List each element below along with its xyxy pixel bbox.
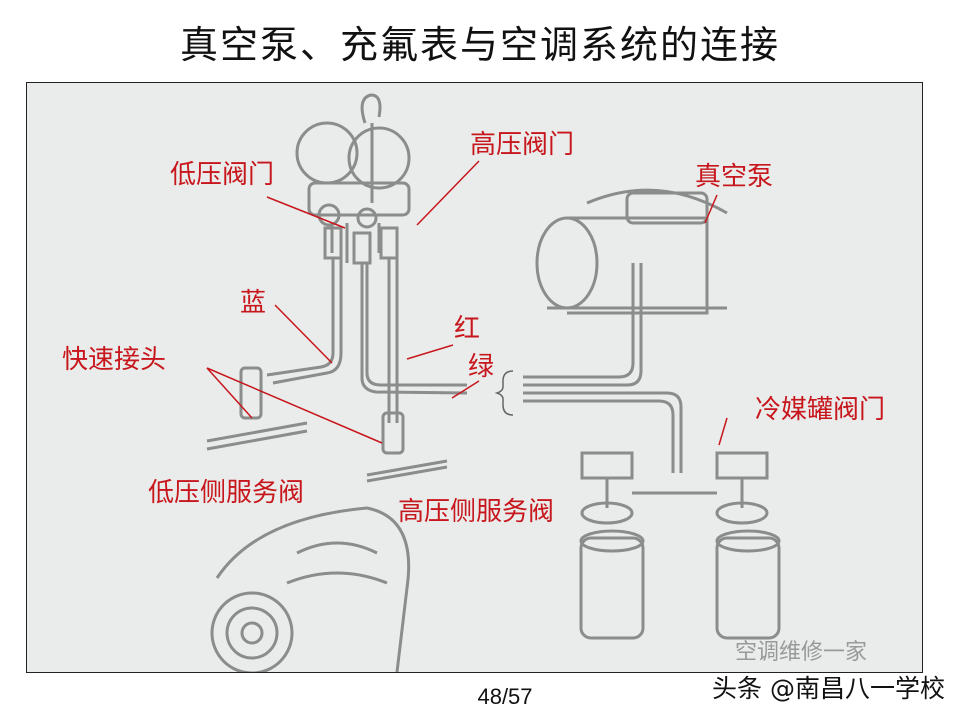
label-red: 红 — [454, 314, 481, 344]
bracket — [494, 370, 514, 416]
service-valves — [206, 366, 448, 483]
vacuum-pump-drawing — [535, 188, 728, 315]
manifold-gauge-set — [295, 93, 411, 265]
diagram-image — [26, 82, 923, 673]
label-high-side-service-valve: 高压侧服务阀 — [398, 497, 555, 527]
slide-title: 真空泵、充氟表与空调系统的连接 — [179, 23, 780, 67]
label-low-side-service-valve: 低压侧服务阀 — [148, 478, 305, 508]
label-vacuum-pump: 真空泵 — [695, 162, 774, 192]
watermark: 头条 @南昌八一学校 — [712, 674, 945, 703]
watermark-faint: 空调维修一家 — [735, 640, 868, 665]
diagram-sketch — [206, 93, 781, 672]
label-blue: 蓝 — [240, 288, 267, 318]
label-refrigerant-can-valve: 冷媒罐阀门 — [755, 395, 886, 425]
page-number: 48/57 — [477, 684, 533, 709]
hoses — [266, 258, 683, 473]
refrigerant-cans — [579, 451, 781, 640]
label-green: 绿 — [468, 352, 495, 382]
compressor-drawing — [210, 506, 411, 672]
label-high-valve: 高压阀门 — [470, 130, 575, 160]
label-quick-coupler: 快速接头 — [62, 345, 167, 375]
label-low-valve: 低压阀门 — [170, 160, 275, 190]
annotation-arrows — [206, 160, 728, 446]
